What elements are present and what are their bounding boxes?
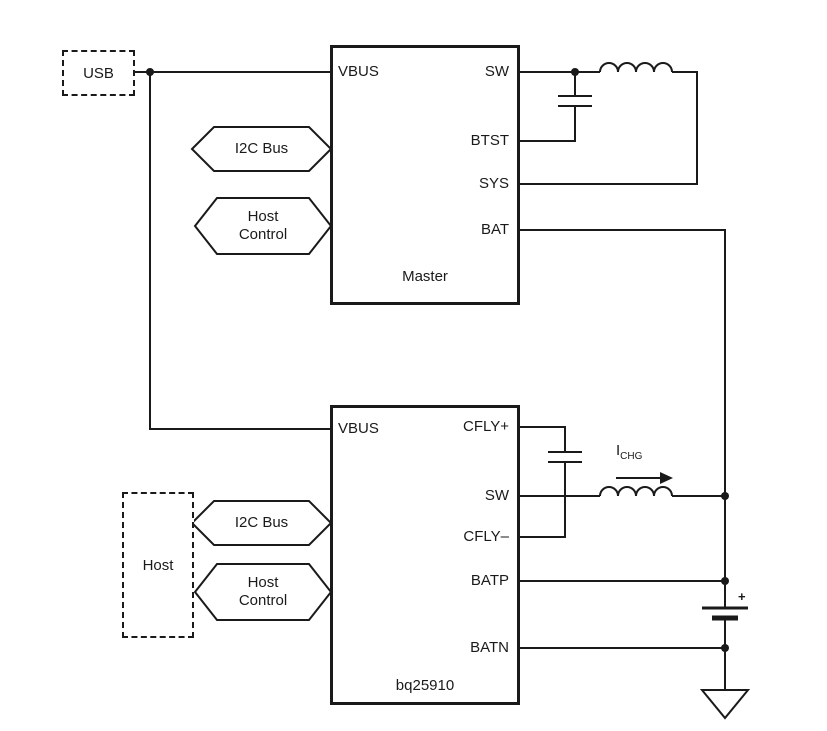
junction-dot-usb (146, 68, 154, 76)
host-label: Host (142, 556, 174, 574)
master-pin-sw: SW (484, 63, 509, 80)
wire-sys-loop (520, 71, 698, 185)
charger-pin-cfly-minus: CFLY– (463, 528, 509, 545)
ichg-label: ICHG (616, 442, 642, 466)
master-name: Master (402, 268, 448, 285)
hexagon-i2c-top (190, 126, 333, 172)
charger-name: bq25910 (395, 677, 455, 694)
usb-label: USB (83, 64, 114, 82)
inductor-top (599, 62, 673, 73)
battery-plus-sign: + (738, 589, 746, 604)
charger-pin-batp: BATP (470, 572, 509, 589)
ichg-base-text: I (616, 442, 621, 459)
charger-pin-sw: SW (484, 487, 509, 504)
capacitor-btst (558, 95, 592, 107)
wire-usb-to-charger-vbus (149, 72, 330, 430)
junction-dot-batn (721, 644, 729, 652)
junction-dot-batp (721, 577, 729, 585)
hexagon-host-control-top (193, 197, 333, 255)
ground-symbol (699, 689, 751, 720)
hexagon-host-control-bottom (193, 563, 333, 621)
master-ic-block: VBUS SW BTST SYS BAT Master (330, 45, 520, 305)
hexagon-i2c-bottom (190, 500, 333, 546)
usb-box: USB (62, 50, 135, 96)
wire-bat-rail (520, 229, 726, 608)
charger-ic-block: VBUS CFLY+ SW CFLY– BATP BATN bq25910 (330, 405, 520, 705)
wire-cfly-branch (520, 426, 566, 538)
charger-pin-cfly-plus: CFLY+ (463, 418, 509, 435)
charger-pin-vbus: VBUS (338, 420, 379, 437)
capacitor-cfly (548, 451, 582, 463)
inductor-bottom (599, 486, 673, 497)
host-box: Host (122, 492, 194, 638)
junction-dot-sw-btst (571, 68, 579, 76)
ichg-sub-text: CHG (620, 451, 643, 462)
master-pin-sys: SYS (478, 175, 509, 192)
junction-dot-sw-bat (721, 492, 729, 500)
charger-pin-batn: BATN (470, 639, 509, 656)
ichg-arrowhead (660, 472, 673, 484)
master-pin-btst: BTST (470, 132, 509, 149)
master-pin-bat: BAT (480, 221, 509, 238)
master-pin-vbus: VBUS (338, 63, 379, 80)
